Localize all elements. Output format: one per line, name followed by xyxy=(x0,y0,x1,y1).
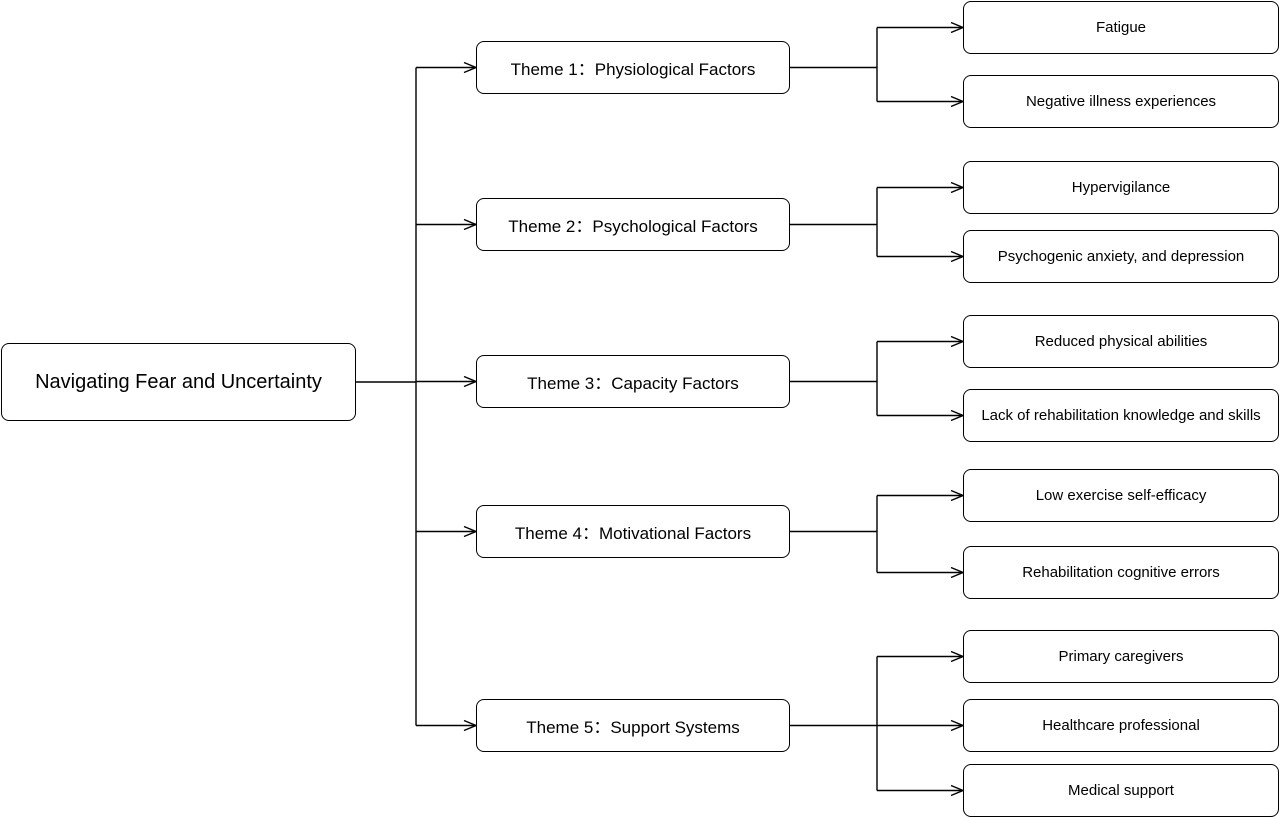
theme-node-4: Theme 4：Motivational Factors xyxy=(476,505,790,558)
subtheme-node-hypervigilance: Hypervigilance xyxy=(963,161,1279,214)
theme-node-1: Theme 1：Physiological Factors xyxy=(476,41,790,94)
subtheme-node-hypervigilance-label: Hypervigilance xyxy=(1071,179,1171,196)
subtheme-node-healthcare-professional: Healthcare professional xyxy=(963,699,1279,752)
subtheme-node-primary-caregivers: Primary caregivers xyxy=(963,630,1279,683)
subtheme-node-rehabilitation-cognitive-errors-label: Rehabilitation cognitive errors xyxy=(1022,564,1220,581)
theme-node-5-label: Theme 5：Support Systems xyxy=(526,718,740,737)
root-label: Navigating Fear and Uncertainty xyxy=(35,370,322,393)
subtheme-node-rehabilitation-cognitive-errors: Rehabilitation cognitive errors xyxy=(963,546,1279,599)
theme-node-5: Theme 5：Support Systems xyxy=(476,699,790,752)
subtheme-node-medical-support-label: Medical support xyxy=(1068,782,1174,799)
subtheme-node-reduced-physical-abilities-label: Reduced physical abilities xyxy=(1034,333,1208,350)
subtheme-node-negative-illness-experiences: Negative illness experiences xyxy=(963,75,1279,128)
theme-node-4-label: Theme 4：Motivational Factors xyxy=(514,524,752,543)
subtheme-node-psychogenic-anxiety-and-depression: Psychogenic anxiety, and depression xyxy=(963,230,1279,283)
theme-node-1-label: Theme 1：Physiological Factors xyxy=(510,60,756,79)
subtheme-node-lack-of-rehabilitation-knowledge-and-skills: Lack of rehabilitation knowledge and ski… xyxy=(963,389,1279,442)
subtheme-node-lack-of-rehabilitation-knowledge-and-skills-label: Lack of rehabilitation knowledge and ski… xyxy=(981,407,1261,424)
root-node: Navigating Fear and Uncertainty xyxy=(1,343,356,421)
subtheme-node-reduced-physical-abilities: Reduced physical abilities xyxy=(963,315,1279,368)
subtheme-node-low-exercise-self-efficacy-label: Low exercise self-efficacy xyxy=(1035,487,1207,504)
theme-node-3-label: Theme 3：Capacity Factors xyxy=(527,374,739,393)
subtheme-node-medical-support: Medical support xyxy=(963,764,1279,817)
subtheme-node-fatigue: Fatigue xyxy=(963,1,1279,54)
subtheme-node-low-exercise-self-efficacy: Low exercise self-efficacy xyxy=(963,469,1279,522)
subtheme-node-psychogenic-anxiety-and-depression-label: Psychogenic anxiety, and depression xyxy=(997,248,1245,265)
subtheme-node-negative-illness-experiences-label: Negative illness experiences xyxy=(1025,93,1217,110)
theme-node-2: Theme 2：Psychological Factors xyxy=(476,198,790,251)
theme-node-2-label: Theme 2：Psychological Factors xyxy=(508,217,758,236)
subtheme-node-healthcare-professional-label: Healthcare professional xyxy=(1042,717,1200,734)
theme-node-3: Theme 3：Capacity Factors xyxy=(476,355,790,408)
subtheme-node-fatigue-label: Fatigue xyxy=(1095,19,1147,36)
subtheme-node-primary-caregivers-label: Primary caregivers xyxy=(1058,648,1184,665)
